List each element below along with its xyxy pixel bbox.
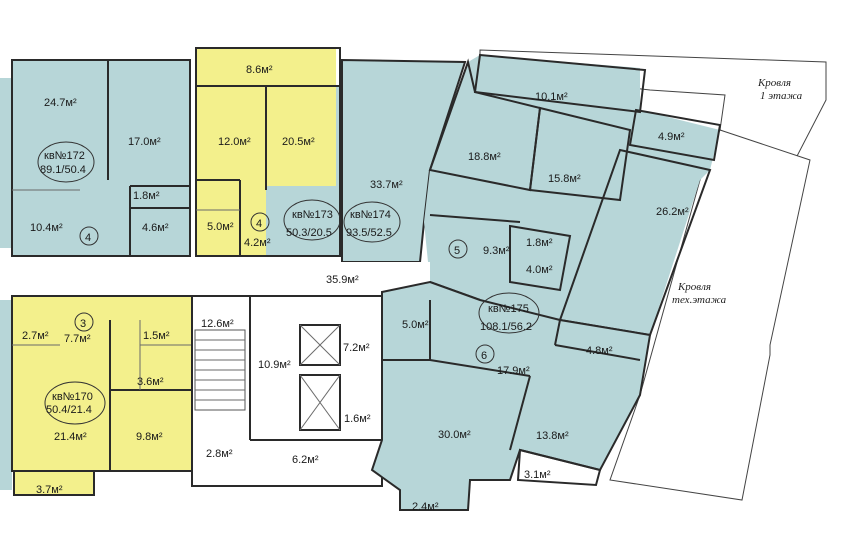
room-area: 10.1м² (535, 91, 568, 103)
room-count: 4 (85, 232, 91, 244)
apartment-170-oval (44, 381, 106, 425)
room-area: 33.7м² (370, 179, 403, 191)
room-area: 15.8м² (548, 173, 581, 185)
room-area: 1.6м² (344, 413, 371, 425)
room-area-labels: 24.7м² 17.0м² 8.6м² 12.0м² 20.5м² 33.7м²… (22, 64, 689, 513)
room-count: 5 (454, 245, 460, 257)
apartment-175-oval (478, 292, 540, 334)
room-area: 7.2м² (343, 342, 370, 354)
apartment-173-oval (283, 199, 341, 241)
room-area: 18.8м² (468, 151, 501, 163)
room-area: 24.7м² (44, 97, 77, 109)
room-area: 12.6м² (201, 318, 234, 330)
room-area: 35.9м² (326, 274, 359, 286)
room-area: 17.0м² (128, 136, 161, 148)
apartment-175-lower-area (370, 280, 652, 511)
room-area: 8.6м² (246, 64, 273, 76)
corridor (0, 262, 430, 292)
apartment-172-area: 89.1/50.4 (40, 164, 86, 176)
room-area: 10.9м² (258, 359, 291, 371)
room-area: 5.0м² (402, 319, 429, 331)
apartment-172-name: кв№172 (44, 150, 85, 162)
roof-tech-label: тех.этажа (672, 294, 727, 306)
room-area: 7.7м² (64, 333, 91, 345)
room-area: 1.8м² (133, 190, 160, 202)
room-area: 21.4м² (54, 431, 87, 443)
room-area: 9.3м² (483, 245, 510, 257)
apartment-173-area (195, 47, 341, 257)
room-count-markers: 4 4 5 6 3 (74, 212, 495, 364)
room-area: 3.6м² (137, 376, 164, 388)
apartment-170-name: кв№170 (52, 391, 93, 403)
room-area: 9.8м² (136, 431, 163, 443)
room-area: 2.7м² (22, 330, 49, 342)
room-area: 6.2м² (292, 454, 319, 466)
room-area: 3.1м² (524, 469, 551, 481)
apartment-175-name: кв№175 (488, 303, 529, 315)
room-area: 2.4м² (412, 501, 439, 513)
apartment-170-area (0, 295, 193, 496)
apartment-173-area: 50.3/20.5 (286, 227, 332, 239)
roof-1-label: 1 этажа (760, 90, 803, 102)
room-area: 30.0м² (438, 429, 471, 441)
apartment-175-area: 108.1/56.2 (480, 321, 532, 333)
room-area: 4.6м² (142, 222, 169, 234)
apartment-170-area: 50.4/21.4 (46, 404, 92, 416)
room-area: 4.9м² (658, 131, 685, 143)
room-count: 3 (80, 318, 86, 330)
room-count: 4 (256, 218, 262, 230)
room-area: 3.7м² (36, 484, 63, 496)
room-area: 4.2м² (244, 237, 271, 249)
room-area: 10.4м² (30, 222, 63, 234)
room-area: 17.9м² (497, 365, 530, 377)
room-area: 12.0м² (218, 136, 251, 148)
room-area: 5.0м² (207, 221, 234, 233)
room-area: 4.8м² (586, 345, 613, 357)
apartment-labels: кв№172 89.1/50.4 кв№173 50.3/20.5 кв№174… (37, 141, 540, 425)
room-area: 2.8м² (206, 448, 233, 460)
roof-labels: Кровля 1 этажа Кровля тех.этажа (672, 77, 803, 306)
room-area: 4.0м² (526, 264, 553, 276)
apartment-173-name: кв№173 (292, 209, 333, 221)
apartment-172-oval (37, 141, 95, 183)
apartment-174-area: 93.5/52.5 (346, 227, 392, 239)
room-area: 1.8м² (526, 237, 553, 249)
room-area: 20.5м² (282, 136, 315, 148)
room-area: 13.8м² (536, 430, 569, 442)
roof-tech-label: Кровля (677, 281, 711, 293)
room-area: 26.2м² (656, 206, 689, 218)
apartment-174-name: кв№174 (350, 209, 391, 221)
apartment-172-area (0, 59, 191, 257)
room-area: 1.5м² (143, 330, 170, 342)
roof-1-label: Кровля (757, 77, 791, 89)
room-count: 6 (481, 350, 487, 362)
apartment-174-oval (343, 201, 401, 243)
